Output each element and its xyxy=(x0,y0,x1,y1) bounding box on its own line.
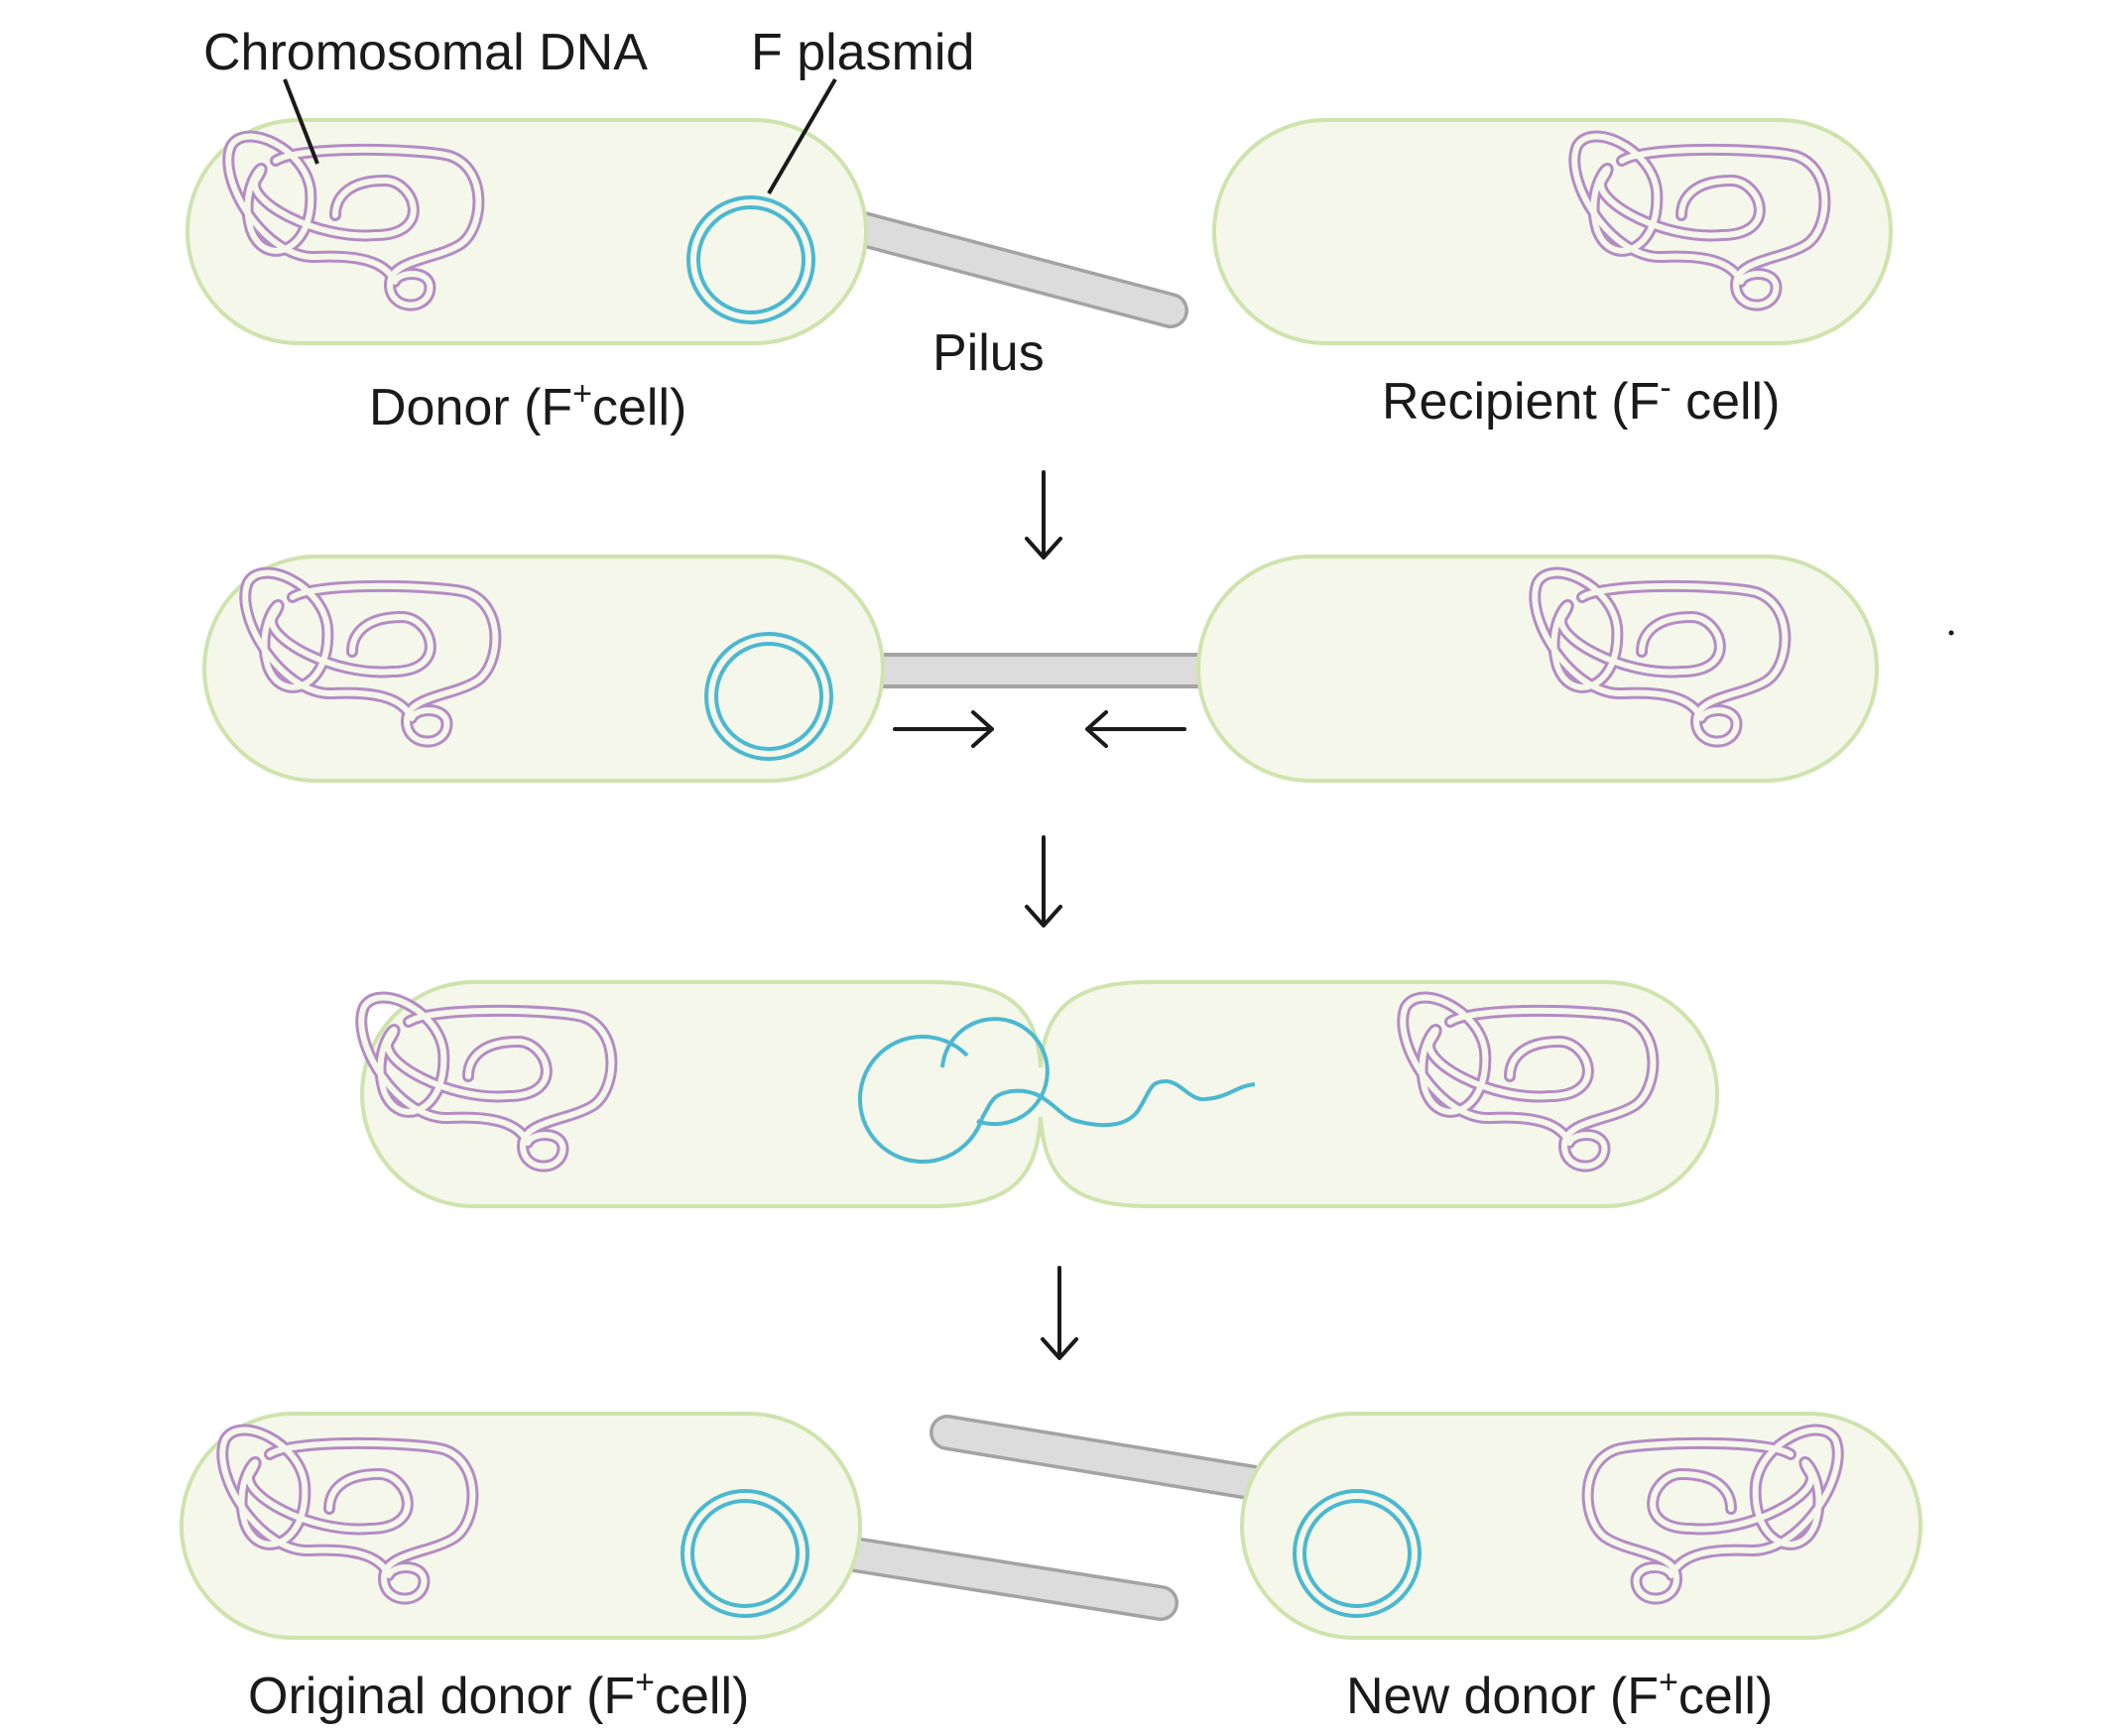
new-donor-label: New donor (F+cell) xyxy=(1346,1664,1773,1725)
recipient-cell xyxy=(1196,555,1879,783)
row-2 xyxy=(202,555,1954,783)
recipient-cell xyxy=(1212,118,1893,345)
step-arrow-2 xyxy=(1025,835,1062,928)
pull-right-arrow xyxy=(893,710,994,748)
f-plasmid-leader-line xyxy=(767,77,837,195)
pilus-label: Pilus xyxy=(932,324,1045,382)
f-plasmid-icon xyxy=(704,632,833,761)
original-donor-label: Original donor (F+cell) xyxy=(248,1664,749,1725)
step-arrow-1 xyxy=(1025,470,1062,559)
f-plasmid-icon xyxy=(686,195,815,324)
row-4: Original donor (F+cell) New donor (F+cel… xyxy=(180,1412,1922,1725)
chromosomal-dna-label: Chromosomal DNA xyxy=(203,24,648,81)
chromosomal-dna-leader-line xyxy=(283,78,319,165)
f-plasmid-icon xyxy=(1293,1489,1422,1618)
connecting-pilus xyxy=(871,653,1207,688)
transferring-plasmid-icon xyxy=(857,1017,1256,1165)
step-arrow-3 xyxy=(1041,1266,1078,1360)
stray-dot xyxy=(1948,630,1954,636)
new-donor-cell xyxy=(930,1412,1922,1640)
conjugating-cells xyxy=(361,980,1719,1208)
donor-label: Donor (F+cell) xyxy=(369,375,686,436)
f-plasmid-icon xyxy=(681,1489,809,1618)
recipient-label: Recipient (F- cell) xyxy=(1382,369,1780,431)
row-3 xyxy=(361,980,1719,1208)
f-plasmid-label: F plasmid xyxy=(751,24,974,81)
donor-cell xyxy=(186,118,1188,345)
pull-left-arrow xyxy=(1085,710,1186,748)
donor-cell xyxy=(202,555,885,783)
original-donor-cell xyxy=(180,1412,1178,1640)
row-1: Chromosomal DNA F plasmid Pilus Donor (F… xyxy=(186,24,1893,436)
